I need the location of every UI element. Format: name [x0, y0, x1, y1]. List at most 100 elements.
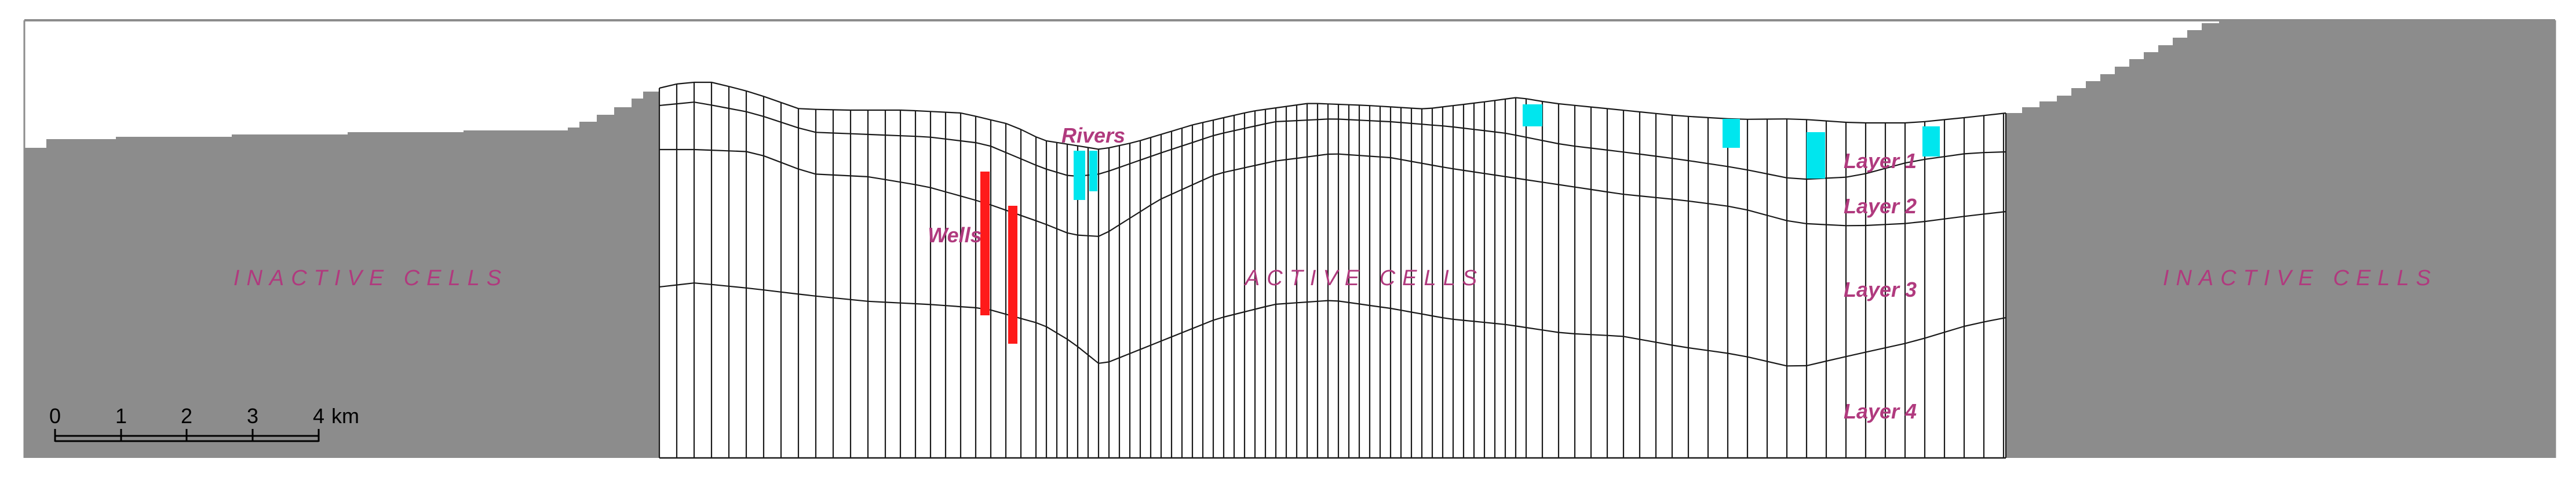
- layer-2-3-boundary: [930, 187, 946, 193]
- model-top-line: [1077, 145, 1089, 148]
- layer-3-4-boundary: [1348, 301, 1360, 305]
- layer-1-2-boundary: [1639, 153, 1656, 157]
- model-top-line: [990, 119, 1006, 124]
- layer-3-4-boundary: [1865, 347, 1886, 353]
- layer-1-2-boundary: [1767, 173, 1787, 179]
- scale-unit-label: km: [331, 404, 359, 428]
- model-top-line: [1845, 121, 1866, 124]
- layer-1-2-boundary: [1098, 170, 1110, 175]
- layer-2-3-boundary: [1453, 168, 1464, 171]
- model-top-line: [975, 115, 991, 121]
- model-top-line: [798, 108, 816, 110]
- model-top-line: [1442, 105, 1454, 108]
- model-top-line: [1463, 102, 1475, 105]
- layer-1-2-boundary: [1400, 122, 1412, 124]
- layer-2-3-boundary: [780, 162, 799, 170]
- layer-1-2-boundary: [1707, 163, 1728, 168]
- layer-2-3-boundary: [1421, 162, 1433, 166]
- layer-3-4-boundary: [833, 297, 851, 300]
- layer-2-3-boundary: [1046, 224, 1057, 230]
- model-top-line: [1275, 105, 1287, 109]
- layer-3-4-boundary: [1369, 304, 1381, 308]
- layer-3-4-boundary: [1767, 361, 1787, 367]
- layer-1-2-boundary: [1307, 119, 1318, 121]
- model-top-line: [1607, 108, 1624, 111]
- layer-2-3-boundary: [1747, 209, 1768, 216]
- layer-1-2-boundary: [833, 132, 851, 134]
- well-2: [1008, 206, 1017, 344]
- layer-3-4-boundary: [1463, 319, 1475, 322]
- model-top-line: [1056, 141, 1068, 145]
- layer-2-3-boundary: [1983, 211, 2004, 215]
- layer-3-4-boundary: [1607, 334, 1624, 337]
- model-top-line: [1234, 112, 1245, 116]
- model-top-line: [1494, 98, 1506, 101]
- layer-2-3-boundary: [990, 204, 1006, 211]
- layer-3-4-boundary: [676, 282, 695, 286]
- layer-3-4-boundary: [1826, 356, 1847, 362]
- model-top-line: [1590, 106, 1608, 110]
- model-top-line: [1296, 103, 1308, 106]
- model-top-line: [1369, 105, 1381, 107]
- layer-2-3-boundary: [1964, 213, 1984, 217]
- scale-label-3: 3: [247, 404, 258, 428]
- layer-2-3-boundary: [1672, 198, 1689, 202]
- model-top-line: [1171, 127, 1183, 132]
- model-top-line: [1944, 117, 1965, 121]
- layer-2-3-boundary: [1223, 169, 1235, 173]
- layer-3-4-boundary: [815, 295, 834, 299]
- layer-3-4-boundary: [1688, 347, 1709, 351]
- river-cell-1: [1074, 151, 1085, 200]
- layer-1-2-boundary: [867, 133, 886, 136]
- wells-label: Wells: [928, 223, 981, 247]
- layer-1-2-boundary: [1885, 162, 1906, 169]
- model-top-line: [1140, 137, 1151, 141]
- layer-1-2-boundary: [1590, 147, 1608, 151]
- layer-3-4-boundary: [1020, 318, 1037, 323]
- layer-3-4-boundary: [1590, 334, 1608, 336]
- layer-3-4-boundary: [1390, 307, 1402, 311]
- layer-1-2-boundary: [659, 103, 677, 107]
- layer-3-4-boundary: [1727, 352, 1748, 358]
- scale-bar: 0 1 2 3 4 km: [49, 404, 359, 442]
- model-top-line: [1202, 119, 1214, 123]
- layer-3-4-boundary: [867, 300, 886, 303]
- layer-1-2-boundary: [711, 104, 729, 110]
- layer-1-2-boundary: [1380, 121, 1391, 123]
- layer-3-label: Layer 3: [1844, 278, 1917, 301]
- layer-2-3-boundary: [867, 176, 886, 180]
- model-top-line: [1265, 107, 1276, 110]
- layer-2-3-boundary: [1307, 155, 1318, 158]
- layer-2-3-boundary: [1129, 211, 1141, 219]
- layer-3-4-boundary: [1623, 336, 1640, 340]
- layer-3-4-boundary: [1296, 301, 1308, 304]
- layer-1-2-boundary: [694, 101, 712, 106]
- layer-3-4-boundary: [711, 283, 729, 287]
- model-top-line: [900, 109, 916, 112]
- layer-1-2-boundary: [1181, 141, 1193, 147]
- layer-3-4-boundary: [1202, 319, 1214, 325]
- model-top-line: [1672, 114, 1689, 117]
- scale-label-2: 2: [181, 404, 192, 428]
- model-top-line: [1707, 117, 1728, 119]
- layer-2-3-boundary: [900, 181, 916, 185]
- layer-2-3-boundary: [1786, 220, 1807, 224]
- layer-2-3-boundary: [1067, 232, 1078, 236]
- model-top-line: [780, 101, 799, 110]
- layer-1-2-boundary: [1411, 122, 1422, 125]
- model-top-line: [763, 96, 782, 103]
- model-top-line: [1904, 121, 1925, 124]
- well-cells: [980, 172, 1017, 344]
- layer-1-2-boundary: [1265, 121, 1276, 125]
- layer-1-2-boundary: [1442, 125, 1454, 128]
- model-top-line: [728, 86, 747, 92]
- model-top-line: [1924, 119, 1945, 122]
- layer-3-4-boundary: [1505, 323, 1516, 327]
- layer-1-2-boundary: [1140, 155, 1151, 161]
- river-cell-3: [1523, 104, 1542, 126]
- layer-2-3-boundary: [1181, 184, 1193, 191]
- layer-1-2-boundary: [1904, 158, 1925, 164]
- model-top-line: [1505, 97, 1516, 100]
- scale-label-1: 1: [115, 404, 127, 428]
- layer-3-4-boundary: [780, 291, 799, 295]
